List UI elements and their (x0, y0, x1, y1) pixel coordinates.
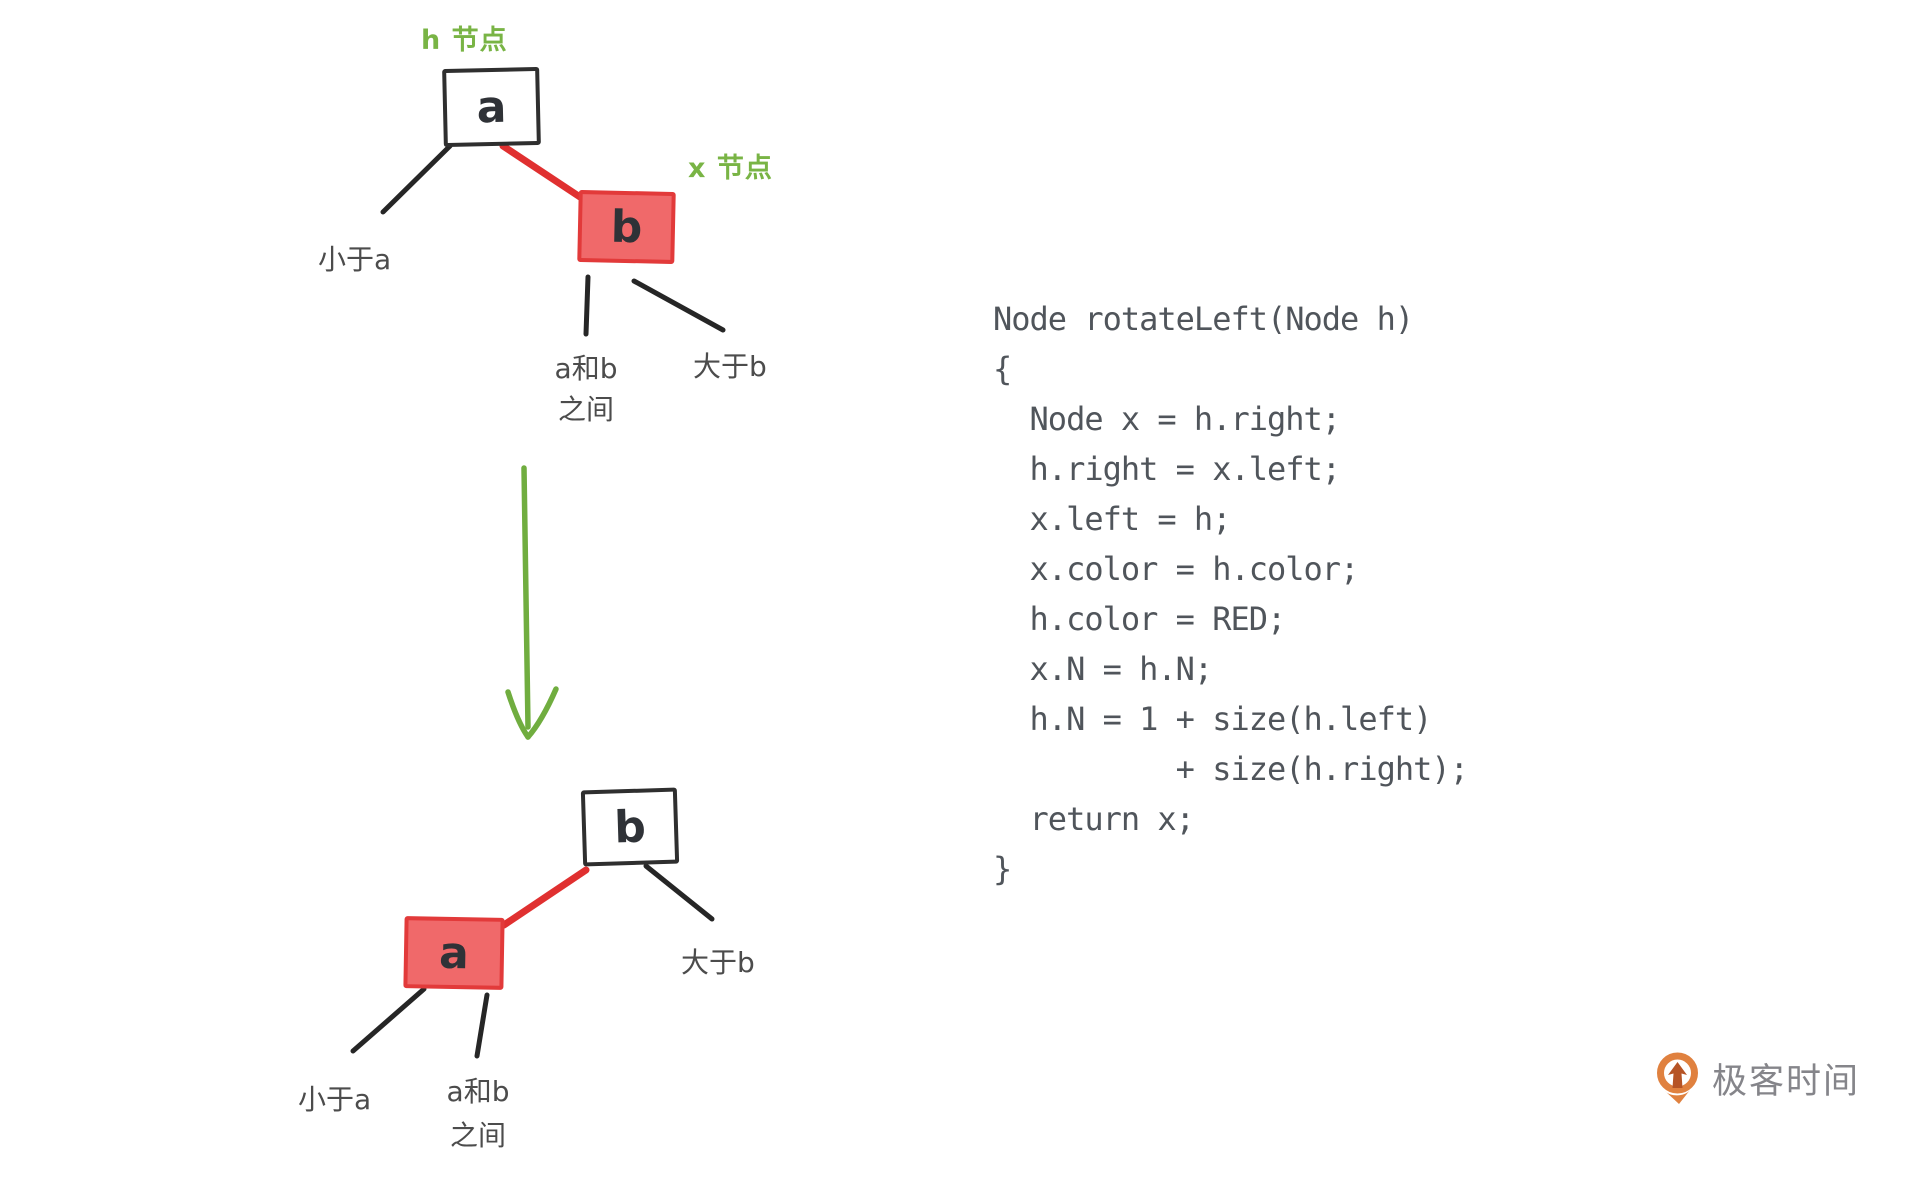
arrow-head-left (505, 689, 531, 740)
subtree-label-between-a-b-after: a和b 之间 (446, 1075, 510, 1152)
h-node-annotation: h 节点 (421, 25, 508, 56)
node-a-before: a (442, 66, 541, 148)
node-b-after: b (580, 787, 680, 867)
subtree-label-less-than-a-after: 小于a (298, 1083, 372, 1116)
geektime-logo-icon (1657, 1052, 1698, 1104)
edge-before-a-left-child (380, 143, 453, 215)
node-a-after: a (403, 916, 505, 990)
node-b-before: b (577, 189, 676, 265)
arrow-shaft (521, 465, 531, 730)
subtree-label-greater-than-b-before: 大于b (693, 350, 767, 383)
rotate-left-code-listing: Node rotateLeft(Node h) { Node x = h.rig… (993, 300, 1469, 888)
brand-footer: 极客时间 (1655, 1051, 1860, 1105)
edge-after-a-left-child (350, 986, 427, 1054)
x-node-annotation: x 节点 (688, 153, 773, 184)
edge-before-b-middle-child (583, 274, 591, 337)
edge-after-b-right-child (643, 863, 715, 922)
brand-name: 极客时间 (1712, 1061, 1861, 1102)
subtree-label-between-a-b-before: a和b 之间 (554, 352, 618, 426)
edge-before-b-right-child (631, 278, 726, 333)
edge-after-b-a-red-link (500, 866, 590, 929)
subtree-label-less-than-a-before: 小于a (318, 243, 392, 276)
subtree-label-greater-than-b-after: 大于b (681, 946, 755, 979)
edge-before-a-b-red-link (499, 142, 584, 201)
edge-after-a-middle-child (474, 992, 490, 1059)
arrow-head-right (525, 686, 559, 740)
rotate-transform-arrow (505, 465, 559, 740)
